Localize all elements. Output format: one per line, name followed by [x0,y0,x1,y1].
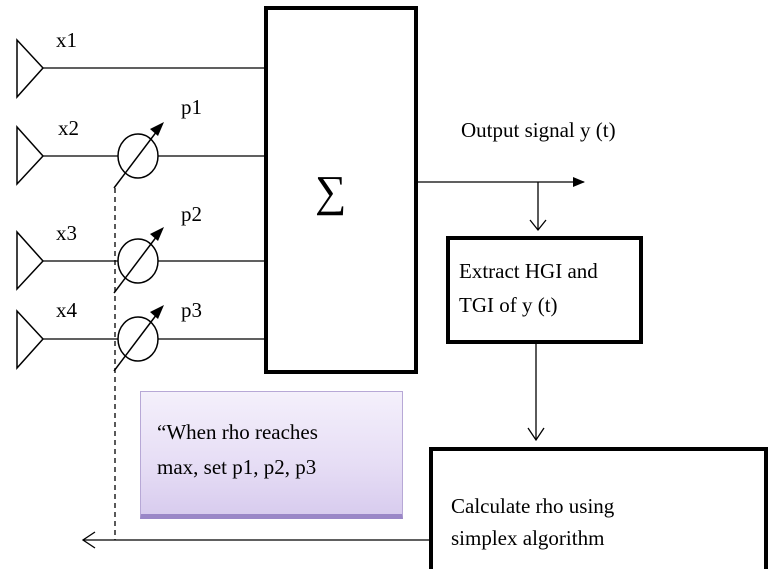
calc-block [429,447,768,569]
calc-block-line1: Calculate rho using [451,494,615,518]
extract-to-calc-arrow-head [527,427,545,442]
extract-block-line1: Extract HGI and [459,259,598,283]
output-signal-label: Output signal y (t) [461,118,616,142]
phase-label-p3: p3 [181,298,202,322]
phase-shifter-p1-icon [113,122,164,189]
phase-label-p1: p1 [181,95,202,119]
note-line1: “When rho reaches [157,420,318,444]
extract-block-line2: TGI of y (t) [459,293,558,317]
note-line2: max, set p1, p2, p3 [157,455,317,479]
calc-block-line2: simplex algorithm [451,526,605,550]
antenna-x2-icon [16,125,45,186]
summer-symbol: ∑ [315,167,347,216]
antenna-x3-icon [16,230,45,291]
phase-shifter-p3-icon [113,305,164,372]
feedback-arrow-head [81,531,96,549]
input-label-x4: x4 [56,298,77,322]
branch-arrow-head [529,219,547,232]
extract-block [446,236,643,344]
input-label-x1: x1 [56,28,77,52]
antenna-x4-icon [16,309,45,370]
summer-block [264,6,418,374]
note-callout [140,391,403,519]
phase-shifter-p2-icon [113,227,164,294]
phase-label-p2: p2 [181,202,202,226]
input-label-x3: x3 [56,221,77,245]
antenna-x1-icon [16,38,45,99]
input-label-x2: x2 [58,116,79,140]
